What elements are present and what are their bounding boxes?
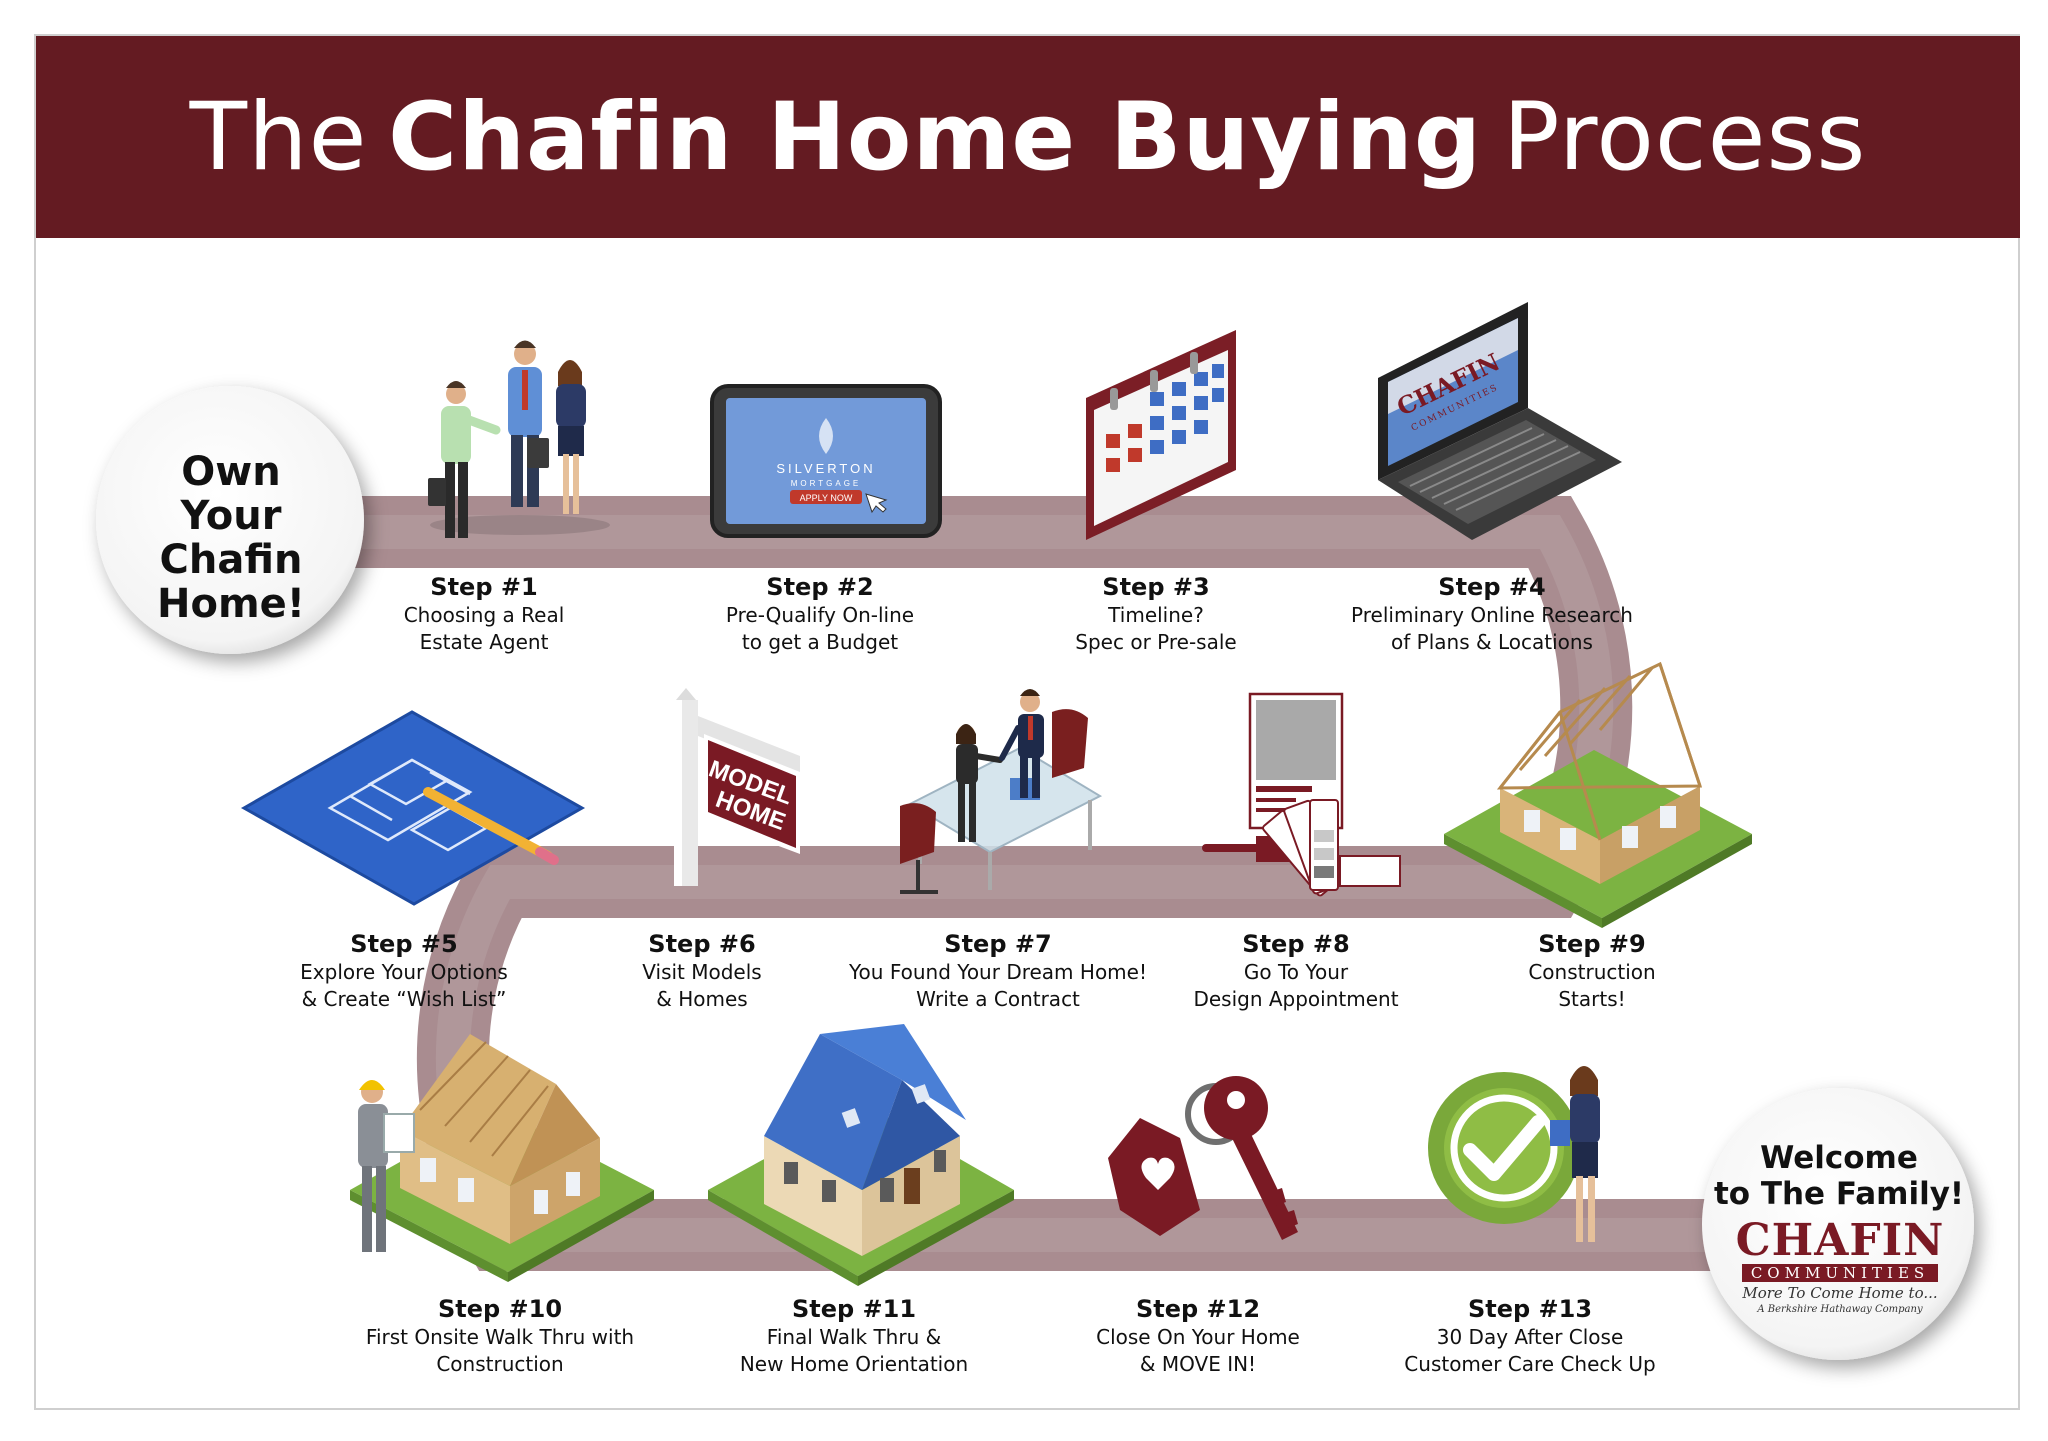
- step-number: Step #12: [1135, 1295, 1261, 1323]
- logo-parent: A Berkshire Hathaway Company: [1757, 1304, 1923, 1315]
- step-line: New Home Orientation: [739, 1352, 969, 1376]
- step-line: Spec or Pre-sale: [1075, 630, 1237, 654]
- step-7-label: Step #7 You Found Your Dream Home! Write…: [818, 929, 1178, 1013]
- step-4-label: Step #4 Preliminary Online Research of P…: [1312, 572, 1672, 656]
- step-number: Step #6: [648, 930, 756, 958]
- step-line: of Plans & Locations: [1391, 630, 1593, 654]
- step-line: Construction: [436, 1352, 564, 1376]
- step-number: Step #8: [1242, 930, 1350, 958]
- step-line: Write a Contract: [916, 987, 1080, 1011]
- step-number: Step #7: [944, 930, 1052, 958]
- logo-sub: COMMUNITIES: [1742, 1264, 1938, 1282]
- step-line: You Found Your Dream Home!: [849, 960, 1147, 984]
- step-number: Step #3: [1102, 573, 1210, 601]
- step-line: & Create “Wish List”: [301, 987, 507, 1011]
- step-line: Final Walk Thru &: [766, 1325, 942, 1349]
- calendar-icon: [1086, 330, 1236, 540]
- checkmark-badge-icon: [1428, 1066, 1600, 1242]
- logo-name: CHAFIN: [1735, 1215, 1945, 1266]
- office-meeting-icon: [900, 689, 1103, 894]
- step-line: Pre-Qualify On-line: [725, 603, 915, 627]
- tablet-icon: SILVERTON MORTGAGE APPLY NOW: [710, 384, 942, 538]
- step-9-label: Step #9 Construction Starts!: [1412, 929, 1772, 1013]
- step-3-label: Step #3 Timeline? Spec or Pre-sale: [976, 572, 1336, 656]
- step-line: Timeline?: [1108, 603, 1204, 627]
- finished-house-icon: [708, 1024, 1014, 1286]
- inspector-house-icon: [350, 1034, 654, 1282]
- start-line-2: Your Chafin: [159, 493, 303, 583]
- chafin-logo: CHAFIN COMMUNITIES More To Come Home to.…: [1720, 1218, 1960, 1316]
- step-line: Explore Your Options: [300, 960, 508, 984]
- handshake-people-icon: [428, 340, 610, 538]
- step-number: Step #10: [437, 1295, 563, 1323]
- step-line: Visit Models: [642, 960, 762, 984]
- step-line: Starts!: [1558, 987, 1626, 1011]
- step-number: Step #9: [1538, 930, 1646, 958]
- tablet-brand: SILVERTON: [776, 461, 875, 476]
- step-13-label: Step #13 30 Day After Close Customer Car…: [1350, 1294, 1710, 1378]
- end-line-1: Welcome: [1760, 1140, 1918, 1176]
- step-line: Go To Your: [1243, 960, 1349, 984]
- start-circle: [96, 386, 364, 654]
- step-line: & Homes: [656, 987, 748, 1011]
- step-line: Customer Care Check Up: [1404, 1352, 1656, 1376]
- end-circle-text: Welcome to The Family!: [1708, 1140, 1970, 1212]
- step-line: to get a Budget: [741, 630, 899, 654]
- step-1-label: Step #1 Choosing a Real Estate Agent: [304, 572, 664, 656]
- step-line: 30 Day After Close: [1436, 1325, 1624, 1349]
- step-line: Close On Your Home: [1096, 1325, 1300, 1349]
- title-pre: The: [189, 82, 368, 192]
- start-line-1: Own: [181, 449, 281, 495]
- model-home-sign-icon: MODEL HOME: [674, 688, 800, 886]
- design-swatch-icon: [1202, 692, 1401, 897]
- step-line: & MOVE IN!: [1139, 1352, 1257, 1376]
- logo-tagline: More To Come Home to...: [1742, 1284, 1938, 1302]
- step-number: Step #5: [350, 930, 458, 958]
- step-8-label: Step #8 Go To Your Design Appointment: [1116, 929, 1476, 1013]
- step-number: Step #4: [1438, 573, 1546, 601]
- title-banner: The Chafin Home Buying Process: [36, 36, 2020, 238]
- house-keys-icon: [1108, 1076, 1298, 1240]
- step-12-label: Step #12 Close On Your Home & MOVE IN!: [1018, 1294, 1378, 1378]
- start-circle-text: Own Your Chafin Home!: [106, 450, 356, 626]
- title-bold: Chafin Home Buying: [388, 82, 1483, 192]
- step-number: Step #2: [766, 573, 874, 601]
- step-line: Construction: [1528, 960, 1656, 984]
- step-number: Step #13: [1467, 1295, 1593, 1323]
- end-line-2: to The Family!: [1713, 1176, 1965, 1212]
- blueprint-icon: [240, 710, 586, 906]
- step-line: Preliminary Online Research: [1351, 603, 1633, 627]
- step-5-label: Step #5 Explore Your Options & Create “W…: [224, 929, 584, 1013]
- step-2-label: Step #2 Pre-Qualify On-line to get a Bud…: [640, 572, 1000, 656]
- step-10-label: Step #10 First Onsite Walk Thru with Con…: [320, 1294, 680, 1378]
- step-number: Step #1: [430, 573, 538, 601]
- laptop-icon: CHAFIN COMMUNITIES: [1378, 302, 1622, 540]
- step-6-label: Step #6 Visit Models & Homes: [522, 929, 882, 1013]
- tablet-button: APPLY NOW: [800, 493, 853, 503]
- step-number: Step #11: [791, 1295, 917, 1323]
- start-line-3: Home!: [156, 581, 305, 627]
- house-frame-icon: [1444, 661, 1752, 928]
- end-circle: [1702, 1088, 1974, 1360]
- step-line: Estate Agent: [419, 630, 549, 654]
- step-line: First Onsite Walk Thru with: [365, 1325, 635, 1349]
- step-line: Choosing a Real: [403, 603, 565, 627]
- step-11-label: Step #11 Final Walk Thru & New Home Orie…: [674, 1294, 1034, 1378]
- title-post: Process: [1502, 82, 1867, 192]
- step-line: Design Appointment: [1193, 987, 1399, 1011]
- tablet-sub: MORTGAGE: [791, 479, 862, 488]
